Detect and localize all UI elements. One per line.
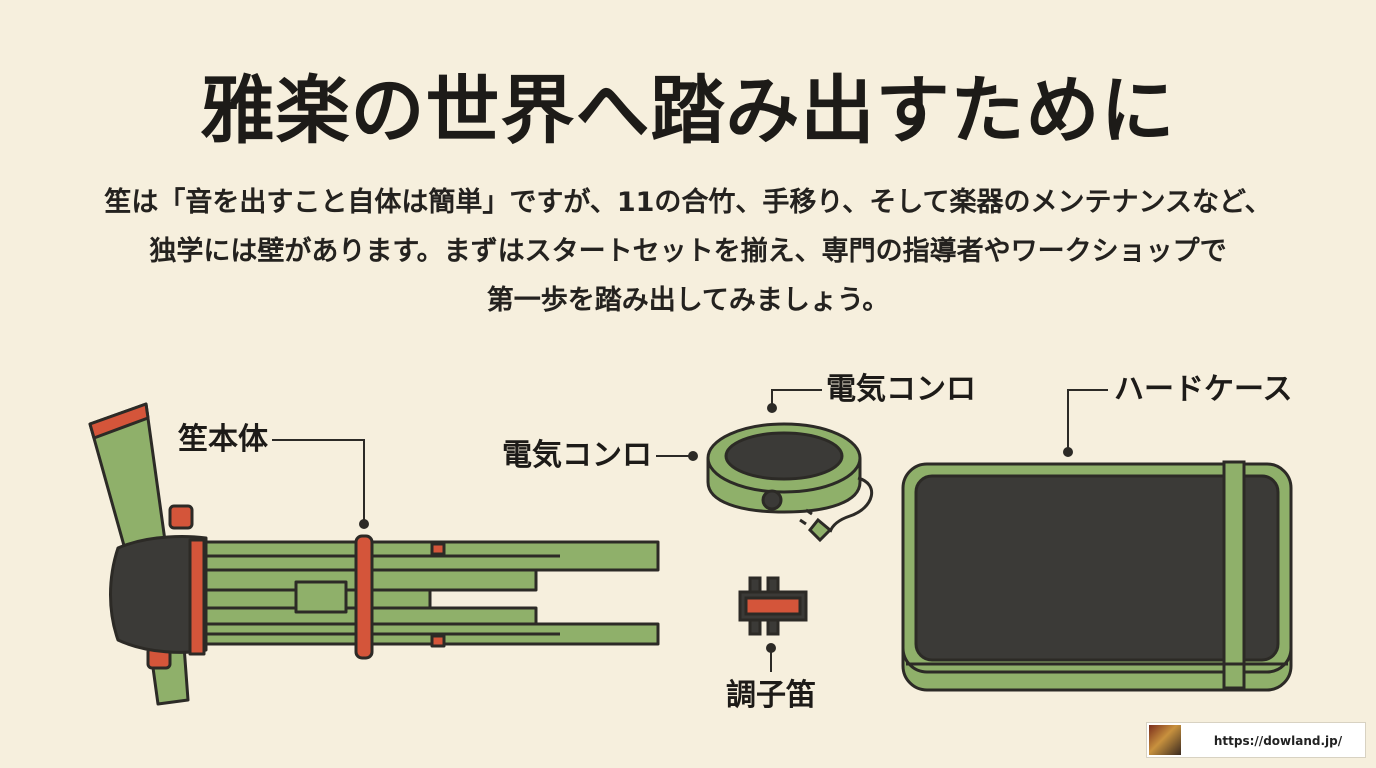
label-pitch-pipe: 調子笛 [726, 678, 816, 713]
stove-illustration [706, 422, 874, 543]
page-title: 雅楽の世界へ踏み出すために [200, 68, 1176, 154]
hard-case-illustration [901, 460, 1293, 692]
description-line: 第一歩を踏み出してみましょう。 [486, 285, 890, 316]
label-stove-left: 電気コンロ [502, 438, 652, 473]
hard-case-leader [1063, 389, 1108, 457]
label-hard-case: ハードケース [1114, 372, 1293, 407]
site-thumbnail [1149, 725, 1181, 755]
stove-left-leader [656, 451, 698, 461]
source-url[interactable]: https://dowland.jp/ [1213, 734, 1343, 748]
description-line: 独学には壁があります。まずはスタートセットを揃え、専門の指導者やワークショップで [149, 236, 1227, 267]
sho-illustration [88, 402, 660, 706]
pitch-pipe-leader [766, 643, 776, 672]
description-line: 笙は「音を出すこと自体は簡単」ですが、11の合竹、手移り、そして楽器のメンテナン… [104, 187, 1272, 218]
stove-top-leader [767, 389, 822, 413]
description: 笙は「音を出すこと自体は簡単」ですが、11の合竹、手移り、そして楽器のメンテナン… [0, 178, 1376, 325]
source-badge[interactable]: https://dowland.jp/ [1146, 722, 1366, 758]
sho-body-leader [272, 439, 369, 529]
label-stove-top: 電気コンロ [826, 372, 976, 407]
pitch-pipe-illustration [738, 576, 808, 636]
label-sho-body: 笙本体 [178, 422, 268, 457]
